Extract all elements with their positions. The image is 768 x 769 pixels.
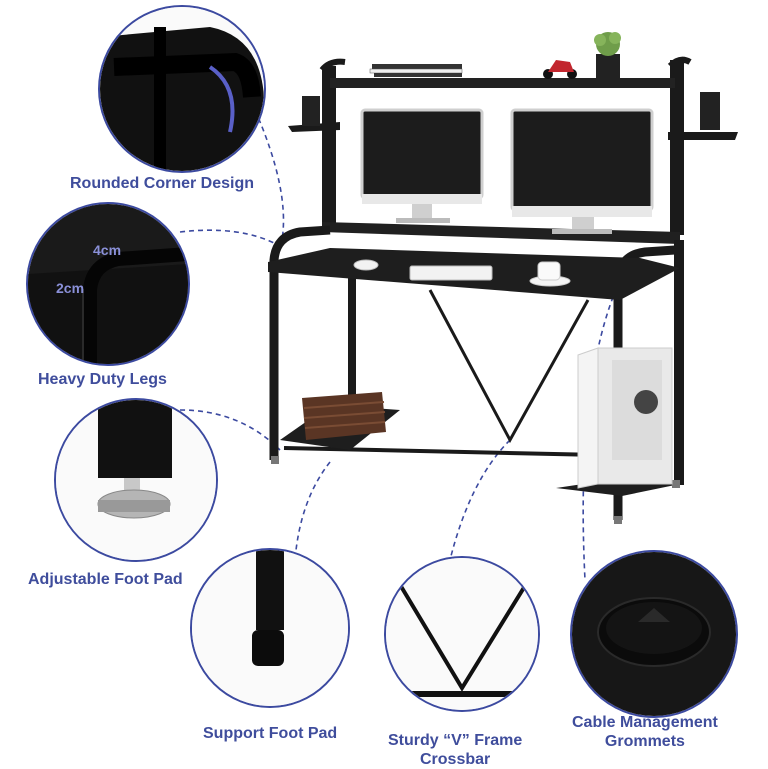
width-dimension: 4cm (93, 242, 122, 258)
keyboard (409, 265, 493, 281)
connector-support-foot (294, 461, 331, 561)
heavy-legs-label: Heavy Duty Legs (38, 371, 167, 388)
rounded-corner-circle (98, 5, 266, 173)
support-foot-circle (190, 548, 350, 708)
connector-v-frame (449, 439, 511, 561)
rounded-edge-highlight (208, 65, 235, 133)
v-frame-label-line2: Crossbar (420, 751, 491, 768)
left-side-shelf (288, 122, 340, 132)
v-crossbar (428, 289, 590, 444)
monitor-shelf (322, 222, 680, 244)
v-frame-label-line1: Sturdy “V” Frame (388, 732, 523, 749)
adjustable-foot-circle (54, 398, 218, 562)
cable-grommet-label-line1: Cable Management (572, 714, 718, 731)
pc-tower (577, 347, 673, 489)
right-side-shelf (668, 132, 738, 140)
right-speaker (700, 92, 720, 130)
coffee-cup (529, 261, 571, 287)
v-frame-label: Sturdy “V” Frame Crossbar (388, 731, 522, 769)
connector-rounded-corner (254, 109, 285, 241)
potted-plant (594, 32, 621, 80)
wicker-basket (302, 392, 386, 440)
monitor-right (510, 108, 654, 234)
toy-motorcycle (543, 60, 577, 79)
cable-grommet-label: Cable Management Grommets (572, 713, 718, 751)
book (372, 64, 462, 69)
mouse (353, 259, 379, 271)
desk-hutch (288, 32, 738, 244)
cable-grommet-circle (570, 550, 738, 718)
rounded-corner-label: Rounded Corner Design (70, 175, 255, 192)
left-speaker (302, 96, 320, 126)
v-frame-circle (384, 556, 540, 712)
connector-adjustable-foot (179, 409, 281, 451)
support-foot-label: Support Foot Pad (203, 725, 338, 742)
monitor-left (360, 108, 484, 223)
connector-heavy-legs (179, 229, 279, 246)
depth-dimension: 2cm (56, 280, 85, 296)
adjustable-foot-label: Adjustable Foot Pad (28, 571, 183, 588)
cable-grommet-label-line2: Grommets (604, 733, 685, 750)
heavy-legs-circle: 4cm 2cm (26, 202, 190, 366)
